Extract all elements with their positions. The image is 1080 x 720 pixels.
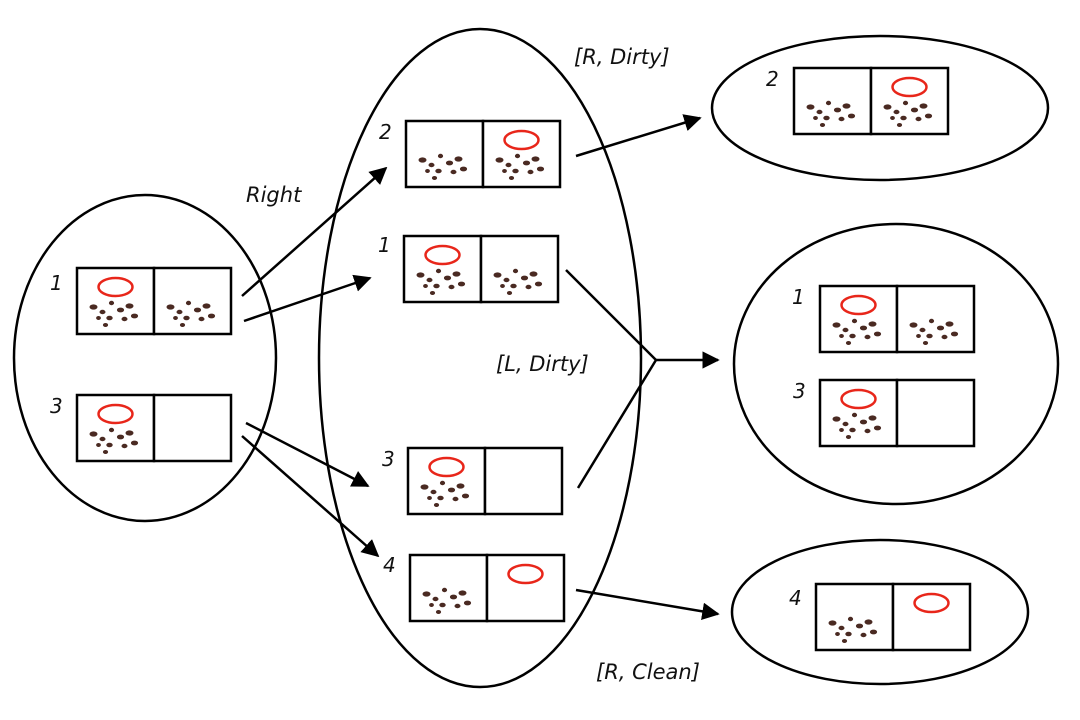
state-3-box: 3 <box>50 393 233 463</box>
left-square <box>814 582 895 652</box>
arrow-right-to-state-2 <box>241 166 388 297</box>
percept-label-l-dirty: [L, Dirty] <box>496 352 589 376</box>
left-square <box>792 66 873 136</box>
right-square <box>481 119 562 189</box>
arrow-l-dirty-from-1 <box>565 269 657 361</box>
right-square <box>152 393 233 463</box>
state-2-box: 2 <box>379 119 562 189</box>
r-dirty-belief-set <box>710 34 1050 182</box>
vacuum-icon <box>97 276 134 298</box>
state-number: 3 <box>793 379 806 403</box>
state-4-box: 4 <box>789 582 972 652</box>
state-boxes: 1 3 2 1 3 4 2 1 3 4 <box>50 66 976 652</box>
right-square <box>895 284 976 354</box>
vacuum-icon <box>840 294 877 316</box>
vacuum-icon <box>503 129 540 151</box>
state-number: 4 <box>383 553 396 577</box>
arrow-r-dirty <box>575 114 702 158</box>
right-square <box>483 446 564 516</box>
state-3-box: 3 <box>793 378 976 448</box>
state-1-box: 1 <box>50 266 233 336</box>
state-4-box: 4 <box>383 553 566 623</box>
state-3-box: 3 <box>382 446 564 516</box>
state-number: 3 <box>382 447 395 471</box>
vacuum-icon <box>913 592 950 614</box>
vacuum-icon <box>891 76 928 98</box>
state-number: 2 <box>766 67 779 91</box>
vacuum-icon <box>428 456 465 478</box>
l-dirty-belief-set <box>732 222 1060 506</box>
left-square <box>408 553 489 623</box>
action-label-right: Right <box>246 183 302 207</box>
state-number: 2 <box>379 120 392 144</box>
state-number: 1 <box>378 233 391 257</box>
vacuum-icon <box>507 563 544 585</box>
vacuum-icon <box>840 388 877 410</box>
right-square <box>479 234 560 304</box>
state-number: 1 <box>792 285 805 309</box>
state-number: 4 <box>789 586 802 610</box>
arrow-right-to-state-1 <box>243 274 372 323</box>
left-square <box>404 119 485 189</box>
state-number: 3 <box>50 394 63 418</box>
right-square <box>895 378 976 448</box>
left-square <box>75 266 156 336</box>
vacuum-icon <box>97 403 134 425</box>
r-clean-belief-set <box>730 538 1030 686</box>
initial-belief-set <box>12 193 278 523</box>
right-square <box>152 266 233 336</box>
state-number: 1 <box>50 271 63 295</box>
percept-label-r-clean: [R, Clean] <box>596 660 700 684</box>
arrow-l-dirty-from-3 <box>576 359 658 489</box>
percept-label-r-dirty: [R, Dirty] <box>574 45 670 69</box>
arrow-right-to-state-4 <box>241 435 380 558</box>
state-1-box: 1 <box>378 233 560 304</box>
arrow-r-clean <box>575 588 720 621</box>
state-2-box: 2 <box>766 66 950 136</box>
after-right-belief-set <box>317 27 643 689</box>
arrow-right-to-state-3 <box>245 421 370 488</box>
state-1-box: 1 <box>792 284 976 354</box>
vacuum-icon <box>424 244 461 266</box>
